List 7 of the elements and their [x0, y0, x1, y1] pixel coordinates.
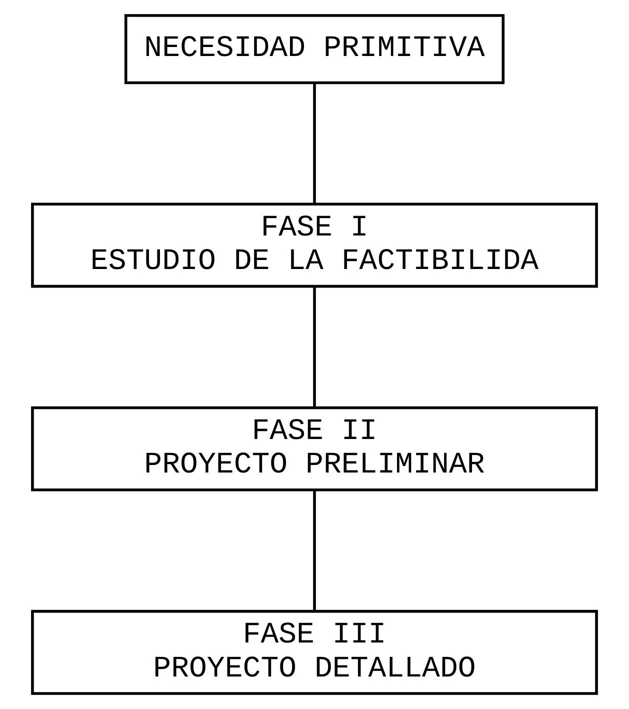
- node-box: FASE III PROYECTO DETALLADO: [31, 610, 598, 695]
- node-box: FASE II PROYECTO PRELIMINAR: [31, 406, 598, 492]
- node-box: FASE I ESTUDIO DE LA FACTIBILIDA: [31, 202, 598, 288]
- node-box: NECESIDAD PRIMITIVA: [124, 14, 505, 84]
- connector: [313, 490, 316, 612]
- connector: [313, 82, 316, 204]
- connector: [313, 286, 316, 408]
